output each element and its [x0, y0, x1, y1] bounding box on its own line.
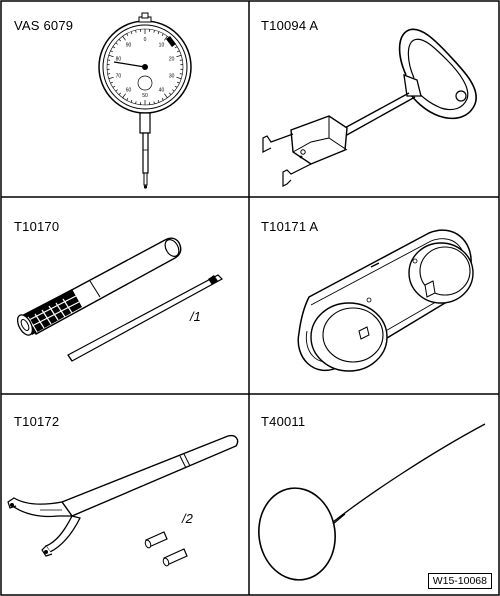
dial-tick [122, 93, 126, 98]
dial-number: 20 [169, 56, 175, 62]
dial-tick [176, 76, 182, 80]
dial-tick [153, 30, 155, 33]
dial-number: 40 [159, 88, 165, 94]
dial-numbers: 0 10 20 30 40 50 60 70 80 90 [116, 37, 175, 99]
dial-number: 60 [126, 88, 132, 94]
dial-number: 30 [169, 74, 175, 80]
dial-tick [176, 81, 180, 84]
dial-number: 70 [116, 74, 122, 80]
figure-reference: W15-10068 [427, 573, 492, 589]
dial-tick [115, 89, 118, 92]
dial-tick [130, 31, 133, 35]
dial-tick [122, 36, 126, 41]
dial-marker [166, 36, 176, 47]
tool-cell-vas6079: VAS 6079 0 10 20 30 40 50 60 70 80 90 [0, 0, 249, 197]
dial-tick [169, 92, 172, 95]
dial-tick [112, 46, 116, 49]
puller-illustration [262, 28, 477, 187]
lever-pin-illustration [16, 237, 223, 362]
dial-tick [112, 85, 116, 88]
camshaft-holder-illustration [297, 229, 474, 372]
tool-cell-t10172: T10172 /2 [0, 394, 249, 596]
dial-tick [110, 81, 114, 84]
tool-label-t10172: T10172 [14, 414, 60, 429]
wire-hook-illustration [258, 423, 486, 581]
tool-label-t10094a: T10094 A [261, 18, 319, 33]
dial-number: 50 [142, 93, 148, 99]
spanner-pins [144, 531, 188, 567]
dial-tick [172, 89, 175, 92]
dial-tick [135, 30, 137, 33]
dial-tick [164, 36, 168, 41]
tool-label-t10171a: T10171 A [261, 219, 319, 234]
dial-tick [161, 97, 164, 101]
dial-number: 10 [159, 42, 165, 48]
dial-tick [157, 99, 160, 103]
dial-number: 0 [144, 37, 147, 43]
tool-cell-t10094a: T10094 A [249, 0, 500, 197]
dial-needle [113, 61, 146, 68]
dial-tick [130, 99, 133, 103]
dial-tick [176, 54, 182, 58]
tool-cell-t10171a: T10171 A [249, 197, 500, 394]
dial-gauge-illustration: 0 10 20 30 40 50 60 70 80 90 [98, 12, 192, 189]
tool-sublabel-1: /1 [190, 309, 201, 324]
dial-tick [157, 31, 160, 35]
dial-tick [108, 54, 114, 58]
dial-tick [126, 33, 129, 37]
tool-label-t40011: T40011 [261, 414, 306, 429]
tool-label-t10170: T10170 [14, 219, 60, 234]
tool-label-vas6079: VAS 6079 [14, 18, 74, 33]
dial-number: 80 [116, 56, 122, 62]
dial-tick [110, 50, 114, 53]
dial-tick [115, 42, 118, 45]
dial-tick [176, 50, 180, 53]
dial-tick [153, 101, 155, 104]
dial-tick [135, 101, 137, 104]
dial-tick [174, 85, 178, 88]
tool-cell-t10170: T10170 /1 [0, 197, 249, 394]
tool-cell-t40011: T40011 [249, 394, 500, 596]
dial-number: 90 [126, 42, 132, 48]
dial-tick [161, 33, 164, 37]
dial-tick [126, 97, 129, 101]
spanner-illustration [7, 434, 239, 567]
dial-tick [174, 46, 178, 49]
dial-tick [118, 92, 121, 95]
dial-tick [118, 39, 121, 42]
tool-sublabel-2: /2 [182, 511, 193, 526]
dial-tick [164, 93, 168, 98]
dial-tick [108, 76, 114, 80]
